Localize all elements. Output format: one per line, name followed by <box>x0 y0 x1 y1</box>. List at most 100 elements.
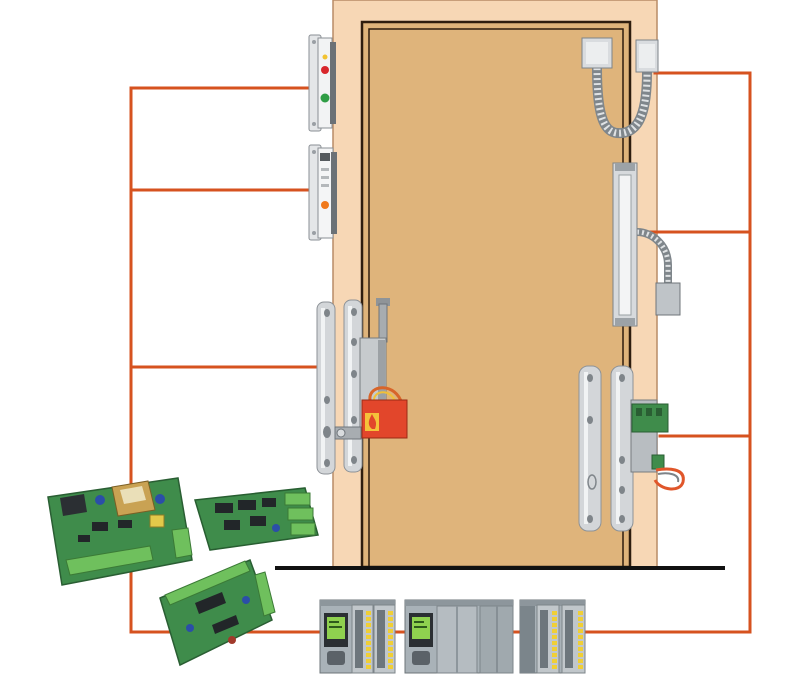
io-terminal <box>388 611 393 615</box>
io-terminal <box>366 623 371 627</box>
io-terminal <box>552 647 557 651</box>
door-bolt-icon <box>612 162 681 327</box>
strike-screw <box>312 150 316 154</box>
terminal-block <box>284 492 311 506</box>
plate-hole <box>324 396 330 404</box>
connector-terminal <box>646 408 652 416</box>
io-terminal <box>578 629 583 633</box>
bolt-bar-cap <box>615 163 635 171</box>
plc-panel-seam <box>496 606 498 673</box>
transformer-label <box>120 486 146 504</box>
io-terminal <box>578 623 583 627</box>
io-terminal <box>552 629 557 633</box>
plc-screen-line <box>329 621 339 623</box>
strike-connector <box>320 153 330 161</box>
plc-top-vent <box>320 600 395 606</box>
chip <box>262 498 276 507</box>
plc-cpu-2 <box>404 599 514 674</box>
plc-cpu-1 <box>319 599 396 674</box>
capacitor <box>186 624 194 632</box>
plc-screen-line <box>414 626 427 628</box>
io-terminal <box>552 653 557 657</box>
io-terminal <box>578 659 583 663</box>
plc-io-connector <box>377 610 385 668</box>
lock-lower-connector <box>651 454 665 470</box>
lock-rod <box>378 303 388 343</box>
plate-hole <box>351 416 357 424</box>
strike-side <box>330 42 336 124</box>
strike-slot <box>321 168 329 171</box>
strike-screw <box>312 40 316 44</box>
plate-highlight <box>321 308 325 468</box>
circuit-board-icon <box>47 477 319 667</box>
io-terminal <box>552 611 557 615</box>
electric-lock-icon <box>316 298 408 475</box>
plc-io-connector <box>355 610 363 668</box>
io-terminal <box>578 653 583 657</box>
chip <box>92 522 108 531</box>
io-terminal <box>388 653 393 657</box>
io-terminal <box>366 659 371 663</box>
io-terminal <box>552 641 557 645</box>
lock-cylinder-face <box>336 428 346 438</box>
io-terminal <box>366 635 371 639</box>
wire-left-bus <box>129 86 324 634</box>
io-terminal <box>366 653 371 657</box>
lcd-display <box>60 494 87 516</box>
strike-led-red <box>321 66 329 74</box>
plate-hole <box>619 456 625 464</box>
strike-led-yellow <box>322 54 328 60</box>
capacitor <box>95 495 105 505</box>
chip <box>212 615 239 634</box>
plate-highlight <box>584 372 588 524</box>
door-icon <box>332 0 658 569</box>
io-terminal <box>388 665 393 669</box>
io-terminal <box>552 659 557 663</box>
lock-face-plate <box>343 299 363 473</box>
terminal-strip <box>164 560 251 606</box>
io-terminal <box>388 659 393 663</box>
plc-screen-line <box>329 626 342 628</box>
terminal-strip <box>254 571 276 617</box>
io-terminal <box>388 623 393 627</box>
strike-slot <box>321 176 329 179</box>
strike-side <box>331 152 337 234</box>
controller-board-main <box>47 477 193 586</box>
lock-cable <box>657 472 680 483</box>
capacitor <box>242 596 250 604</box>
capacitor <box>272 524 280 532</box>
lock-cable <box>653 467 685 491</box>
io-terminal <box>552 635 557 639</box>
plc-screen-line <box>414 621 424 623</box>
io-terminal <box>578 611 583 615</box>
strike-body <box>317 37 333 129</box>
transfer-box-frame-face <box>639 44 655 68</box>
plc-keypad <box>327 651 345 665</box>
io-terminal <box>366 629 371 633</box>
bolt-junction-box <box>655 282 681 316</box>
terminal-strip <box>65 545 154 576</box>
io-terminal <box>552 665 557 669</box>
io-terminal <box>388 641 393 645</box>
plate-hole <box>619 374 625 382</box>
plate-hole <box>324 309 330 317</box>
bolt-bar-slot <box>618 174 632 316</box>
io-terminal <box>388 629 393 633</box>
io-terminal <box>388 617 393 621</box>
io-terminal <box>366 641 371 645</box>
wiring <box>129 71 752 634</box>
plate-highlight <box>616 372 620 524</box>
lock-rod-cap <box>376 298 390 306</box>
transfer-box-door-face <box>586 42 608 64</box>
strike-led-orange <box>321 201 329 209</box>
resistor <box>228 636 236 644</box>
bolt-conduit-coils <box>636 229 671 286</box>
plate-hole <box>587 515 593 523</box>
electric-strike-icon <box>308 34 336 132</box>
plate-hole <box>587 374 593 382</box>
chip <box>238 500 256 510</box>
lock-body-shade <box>378 340 385 430</box>
cable-transfer-icon <box>581 37 659 139</box>
plc-top-vent <box>520 600 585 606</box>
plate-hole <box>619 515 625 523</box>
